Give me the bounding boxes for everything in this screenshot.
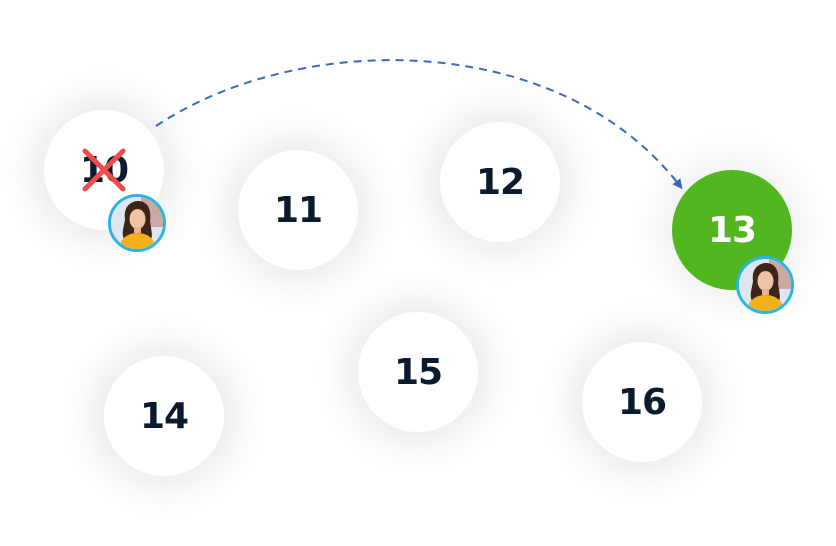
seat-number: 15 bbox=[393, 351, 443, 393]
seat-number: 11 bbox=[273, 189, 323, 231]
user-avatar bbox=[736, 256, 794, 314]
seat-12[interactable]: 12 bbox=[440, 122, 560, 242]
seat-number: 16 bbox=[617, 381, 667, 423]
seat-number: 10 bbox=[79, 149, 129, 191]
seat-16[interactable]: 16 bbox=[582, 342, 702, 462]
seat-number: 14 bbox=[139, 395, 189, 437]
seat-14[interactable]: 14 bbox=[104, 356, 224, 476]
user-avatar-image bbox=[111, 197, 163, 249]
seat-number: 13 bbox=[707, 209, 757, 251]
move-arrow-path bbox=[155, 59, 683, 190]
user-avatar bbox=[108, 194, 166, 252]
seat-number: 12 bbox=[475, 161, 525, 203]
user-avatar-image bbox=[739, 259, 791, 311]
seat-15[interactable]: 15 bbox=[358, 312, 478, 432]
seat-11[interactable]: 11 bbox=[238, 150, 358, 270]
